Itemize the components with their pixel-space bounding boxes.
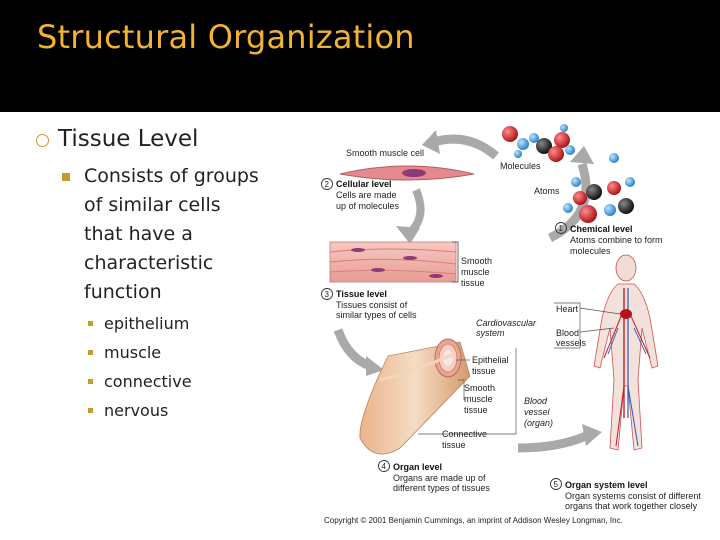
label-tissue-desc: Tissues consist of — [336, 300, 408, 310]
bracket-line — [554, 302, 581, 349]
label-smooth-muscle-tissue: muscle — [461, 267, 490, 277]
small-square-bullet-icon — [88, 321, 93, 326]
label-smooth-muscle-cell: Smooth muscle cell — [346, 148, 424, 158]
description-line: of similar cells — [84, 194, 221, 216]
slide-title: Structural Organization — [37, 18, 415, 56]
label-smooth-muscle-tissue: tissue — [464, 405, 488, 415]
atoms-illustration — [563, 153, 635, 223]
leader-line — [579, 307, 621, 315]
label-organ-system-level: Organ system level — [565, 480, 648, 490]
label-organ-system-desc: organs that work together closely — [565, 501, 698, 511]
label-smooth-muscle-tissue: Smooth — [461, 256, 492, 266]
label-smooth-muscle-tissue: Smooth — [464, 383, 495, 393]
label-step-number: 1 — [559, 224, 564, 233]
label-blood-vessel-organ: Blood — [524, 396, 548, 406]
cell-nucleus — [402, 169, 426, 177]
label-step-number: 3 — [325, 290, 330, 299]
label-blood-vessels: Blood — [556, 328, 579, 338]
example-label: nervous — [104, 401, 169, 420]
bracket-line — [452, 241, 459, 283]
label-tissue-desc: similar types of cells — [336, 310, 417, 320]
step-number-circle — [321, 288, 333, 300]
label-organ-desc: Organs are made up of — [393, 473, 486, 483]
copyright-notice: Copyright © 2001 Benjamin Cummings, an i… — [324, 516, 623, 525]
example-label: muscle — [104, 343, 162, 362]
arrowhead — [396, 226, 420, 244]
arrowhead — [366, 356, 384, 376]
label-organ-desc: different types of tissues — [393, 483, 490, 493]
molecules-illustration — [502, 124, 575, 162]
hollow-circle-bullet-icon — [36, 134, 49, 147]
arrow-organ-to-system — [517, 431, 588, 453]
arrowhead — [422, 130, 440, 154]
arrowhead — [582, 424, 602, 446]
description-line: function — [84, 281, 162, 303]
human-cardiovascular-figure — [593, 254, 659, 451]
label-blood-vessel-organ: vessel — [524, 407, 551, 417]
example-label: epithelium — [104, 314, 190, 333]
square-bullet-icon — [62, 173, 70, 181]
arrow-molecules-to-cell — [432, 134, 499, 160]
step-number-circle — [321, 178, 333, 190]
label-connective-tissue: Connective — [442, 429, 487, 439]
label-epithelial-tissue: Epithelial — [472, 355, 509, 365]
example-label: connective — [104, 372, 192, 391]
label-smooth-muscle-tissue: muscle — [464, 394, 493, 404]
smooth-muscle-tissue-illustration — [329, 241, 457, 283]
arrow-tissue-to-organ — [333, 328, 372, 371]
label-epithelial-tissue: tissue — [472, 366, 496, 376]
label-smooth-muscle-tissue: tissue — [461, 278, 485, 288]
label-blood-vessel-organ: (organ) — [524, 418, 553, 428]
label-chemical-desc: molecules — [570, 246, 611, 256]
bullet-list: Tissue Level Consists of groups of simil… — [0, 0, 320, 540]
organization-diagram: Smooth muscle cell Molecules Atoms 2 Cel… — [321, 124, 701, 525]
label-chemical-level: Chemical level — [570, 224, 633, 234]
description-line: characteristic — [84, 252, 214, 274]
small-square-bullet-icon — [88, 408, 93, 413]
step-number-circle — [378, 460, 390, 472]
label-cellular-desc: Cells are made — [336, 190, 397, 200]
description-line: that have a — [84, 223, 193, 245]
label-heart: Heart — [556, 304, 579, 314]
label-connective-tissue: tissue — [442, 440, 466, 450]
small-square-bullet-icon — [88, 350, 93, 355]
label-cellular-level: Cellular level — [336, 179, 392, 189]
label-organ-system-desc: Organ systems consist of different — [565, 491, 701, 501]
label-atoms: Atoms — [534, 186, 560, 196]
description-line: Consists of groups — [84, 165, 259, 187]
leader-line — [579, 327, 615, 333]
label-step-number: 2 — [325, 180, 330, 189]
label-cardiovascular-system: system — [476, 328, 505, 338]
arrowhead — [570, 146, 594, 164]
bracket-line — [442, 348, 517, 435]
label-step-number: 4 — [382, 462, 387, 471]
label-molecules: Molecules — [500, 161, 541, 171]
step-number-circle — [550, 478, 562, 490]
blood-vessel-illustration — [359, 338, 471, 455]
label-step-number: 5 — [554, 480, 559, 489]
label-tissue-level: Tissue level — [336, 289, 387, 299]
step-number-circle — [555, 222, 567, 234]
label-cellular-desc: up of molecules — [336, 201, 400, 211]
label-organ-level: Organ level — [393, 462, 442, 472]
bullet-heading: Tissue Level — [58, 126, 199, 152]
levels-of-organization-figure: Smooth muscle cell Molecules Atoms 2 Cel… — [318, 118, 718, 534]
label-blood-vessels: vessels — [556, 338, 587, 348]
label-cardiovascular-system: Cardiovascular — [476, 318, 537, 328]
title-bar: Structural Organization — [0, 0, 720, 112]
label-chemical-desc: Atoms combine to form — [570, 235, 663, 245]
small-square-bullet-icon — [88, 379, 93, 384]
